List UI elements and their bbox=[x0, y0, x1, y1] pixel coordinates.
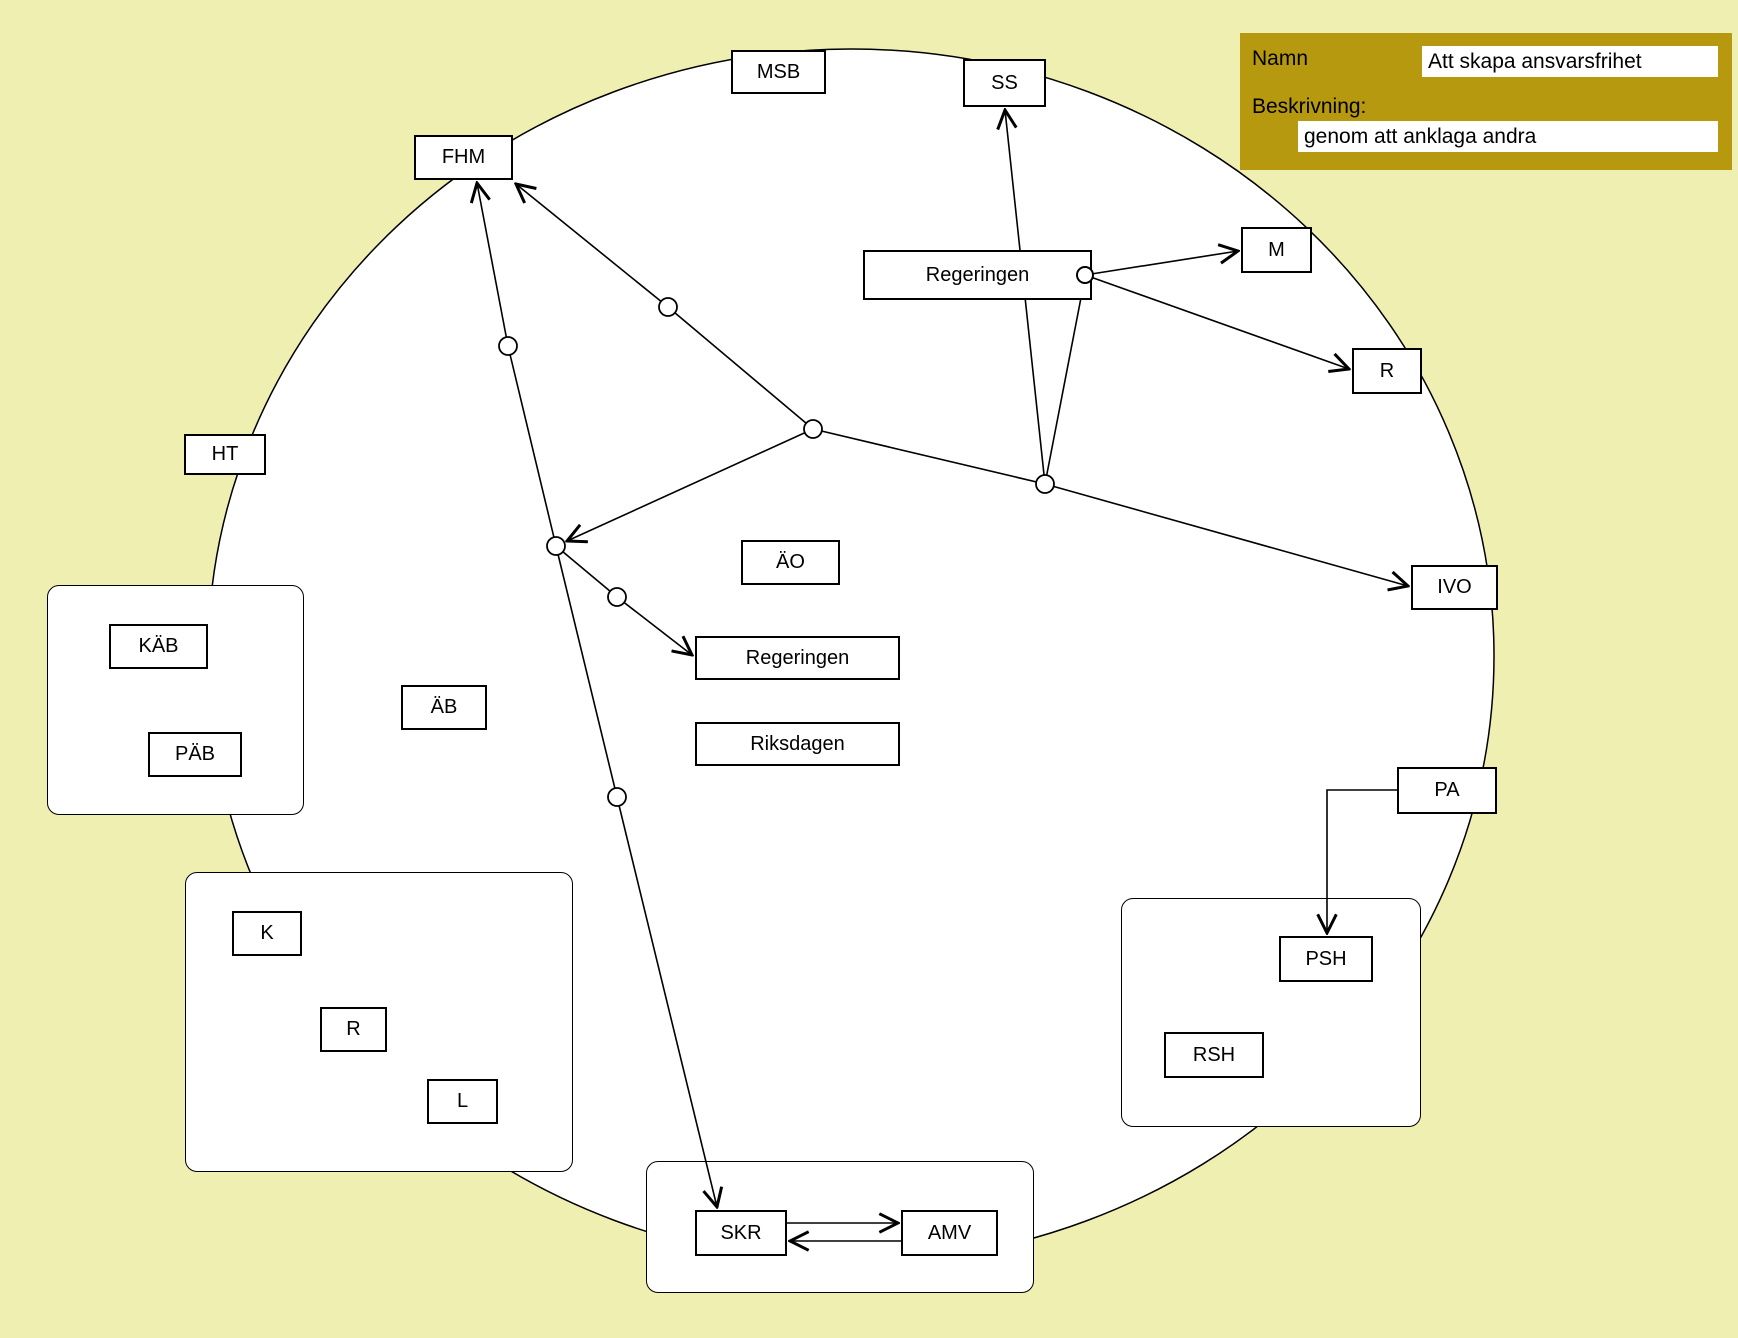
node-l[interactable]: L bbox=[427, 1079, 498, 1124]
junction-point[interactable] bbox=[607, 587, 627, 607]
edge-port-r[interactable] bbox=[1084, 274, 1349, 369]
junction-point[interactable] bbox=[1035, 474, 1055, 494]
edge-j3-j5[interactable] bbox=[567, 428, 814, 541]
edge-j3-j4[interactable] bbox=[812, 428, 1046, 485]
regeringen-connection-port[interactable] bbox=[1076, 266, 1094, 284]
node-m[interactable]: M bbox=[1241, 227, 1312, 273]
junction-point[interactable] bbox=[607, 787, 627, 807]
group-psh-rsh[interactable] bbox=[1121, 898, 1421, 1127]
node-k[interactable]: K bbox=[232, 911, 302, 956]
edge-j2-j3[interactable] bbox=[667, 306, 814, 430]
junction-point[interactable] bbox=[658, 297, 678, 317]
edge-j2-fhm[interactable] bbox=[516, 184, 669, 308]
name-label: Namn bbox=[1252, 47, 1309, 70]
edge-j1-fhm[interactable] bbox=[477, 183, 509, 347]
node-kab[interactable]: KÄB bbox=[109, 624, 208, 669]
edge-j5-j7[interactable] bbox=[555, 545, 618, 798]
group-kab-pab[interactable] bbox=[47, 585, 304, 815]
description-input[interactable] bbox=[1298, 121, 1718, 152]
edge-j5-j6[interactable] bbox=[555, 545, 618, 598]
node-riksdagen[interactable]: Riksdagen bbox=[695, 722, 900, 766]
node-fhm[interactable]: FHM bbox=[414, 135, 513, 180]
junction-point[interactable] bbox=[546, 536, 566, 556]
node-amv[interactable]: AMV bbox=[901, 1210, 998, 1256]
node-regeringen-top[interactable]: Regeringen bbox=[863, 250, 1092, 300]
node-skr[interactable]: SKR bbox=[695, 1210, 787, 1256]
node-ivo[interactable]: IVO bbox=[1411, 565, 1498, 610]
node-ht[interactable]: HT bbox=[184, 434, 266, 475]
edge-j6-regeringen[interactable] bbox=[616, 596, 692, 655]
description-label: Beskrivning: bbox=[1252, 95, 1367, 118]
node-r-inner[interactable]: R bbox=[320, 1007, 387, 1052]
junction-point[interactable] bbox=[498, 336, 518, 356]
node-msb[interactable]: MSB bbox=[731, 50, 826, 94]
node-ss[interactable]: SS bbox=[963, 59, 1046, 107]
edge-j4-ivo[interactable] bbox=[1044, 483, 1408, 586]
properties-panel: Namn Beskrivning: bbox=[1240, 33, 1732, 170]
node-pa[interactable]: PA bbox=[1397, 767, 1497, 814]
edge-j1-j5[interactable] bbox=[507, 345, 557, 547]
node-ab[interactable]: ÄB bbox=[401, 685, 487, 730]
node-r-top[interactable]: R bbox=[1352, 348, 1422, 394]
junction-point[interactable] bbox=[803, 419, 823, 439]
node-pab[interactable]: PÄB bbox=[148, 732, 242, 777]
node-psh[interactable]: PSH bbox=[1279, 936, 1373, 982]
node-rsh[interactable]: RSH bbox=[1164, 1032, 1264, 1078]
name-input[interactable] bbox=[1422, 46, 1718, 77]
node-ao[interactable]: ÄO bbox=[741, 540, 840, 585]
edge-j4-port[interactable] bbox=[1044, 276, 1086, 485]
node-regeringen-mid[interactable]: Regeringen bbox=[695, 636, 900, 680]
edge-j7-skr[interactable] bbox=[616, 796, 717, 1207]
edge-port-m[interactable] bbox=[1084, 251, 1238, 276]
